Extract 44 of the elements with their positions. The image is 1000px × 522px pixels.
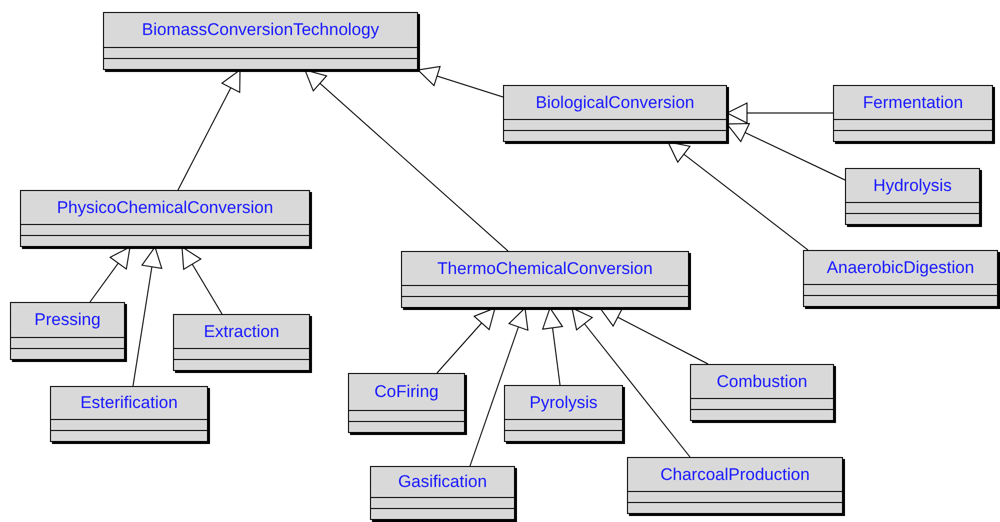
class-box [50, 386, 208, 442]
class-box [690, 364, 834, 421]
generalization-arrow [418, 66, 504, 98]
class-box [103, 12, 418, 70]
class-name: ThermoChemicalConversion [437, 258, 653, 278]
generalization-arrow [572, 308, 690, 458]
generalization-arrow [542, 308, 563, 386]
class-box [20, 190, 310, 247]
generalization-arrow [726, 102, 834, 124]
generalization-arrow [436, 308, 496, 374]
generalization-arrow [178, 70, 240, 190]
generalization-arrow [304, 70, 508, 252]
generalization-arrow [726, 123, 846, 180]
class-name: Fermentation [862, 92, 964, 112]
class-box [627, 457, 843, 514]
class-name: Pyrolysis [529, 392, 598, 412]
generalization-arrow [600, 308, 708, 364]
class-name: AnaerobicDigestion [826, 258, 974, 278]
class-name: Extraction [204, 322, 280, 342]
class-name: BiomassConversionTechnology [142, 20, 380, 40]
class-name: Hydrolysis [873, 176, 952, 196]
class-box [173, 314, 310, 371]
class-name: Esterification [80, 393, 178, 413]
generalization-arrow [90, 246, 130, 302]
class-box [10, 302, 125, 360]
class-name: Combustion [716, 372, 808, 392]
generalization-arrow [132, 246, 162, 386]
class-box [803, 250, 998, 307]
generalization-arrow [668, 142, 808, 250]
class-box [370, 466, 515, 520]
class-box [348, 373, 465, 433]
class-box [833, 85, 993, 142]
generalization-arrow [182, 246, 222, 314]
class-box [845, 168, 980, 225]
generalization-arrow [470, 308, 528, 466]
class-box [503, 85, 727, 142]
class-name: CoFiring [374, 382, 439, 402]
class-name: Gasification [398, 472, 487, 492]
class-box [401, 251, 689, 308]
class-name: BiologicalConversion [536, 92, 694, 112]
class-name: CharcoalProduction [660, 464, 810, 484]
class-name: Pressing [34, 310, 101, 330]
class-box [504, 385, 623, 442]
class-name: PhysicoChemicalConversion [56, 198, 274, 218]
